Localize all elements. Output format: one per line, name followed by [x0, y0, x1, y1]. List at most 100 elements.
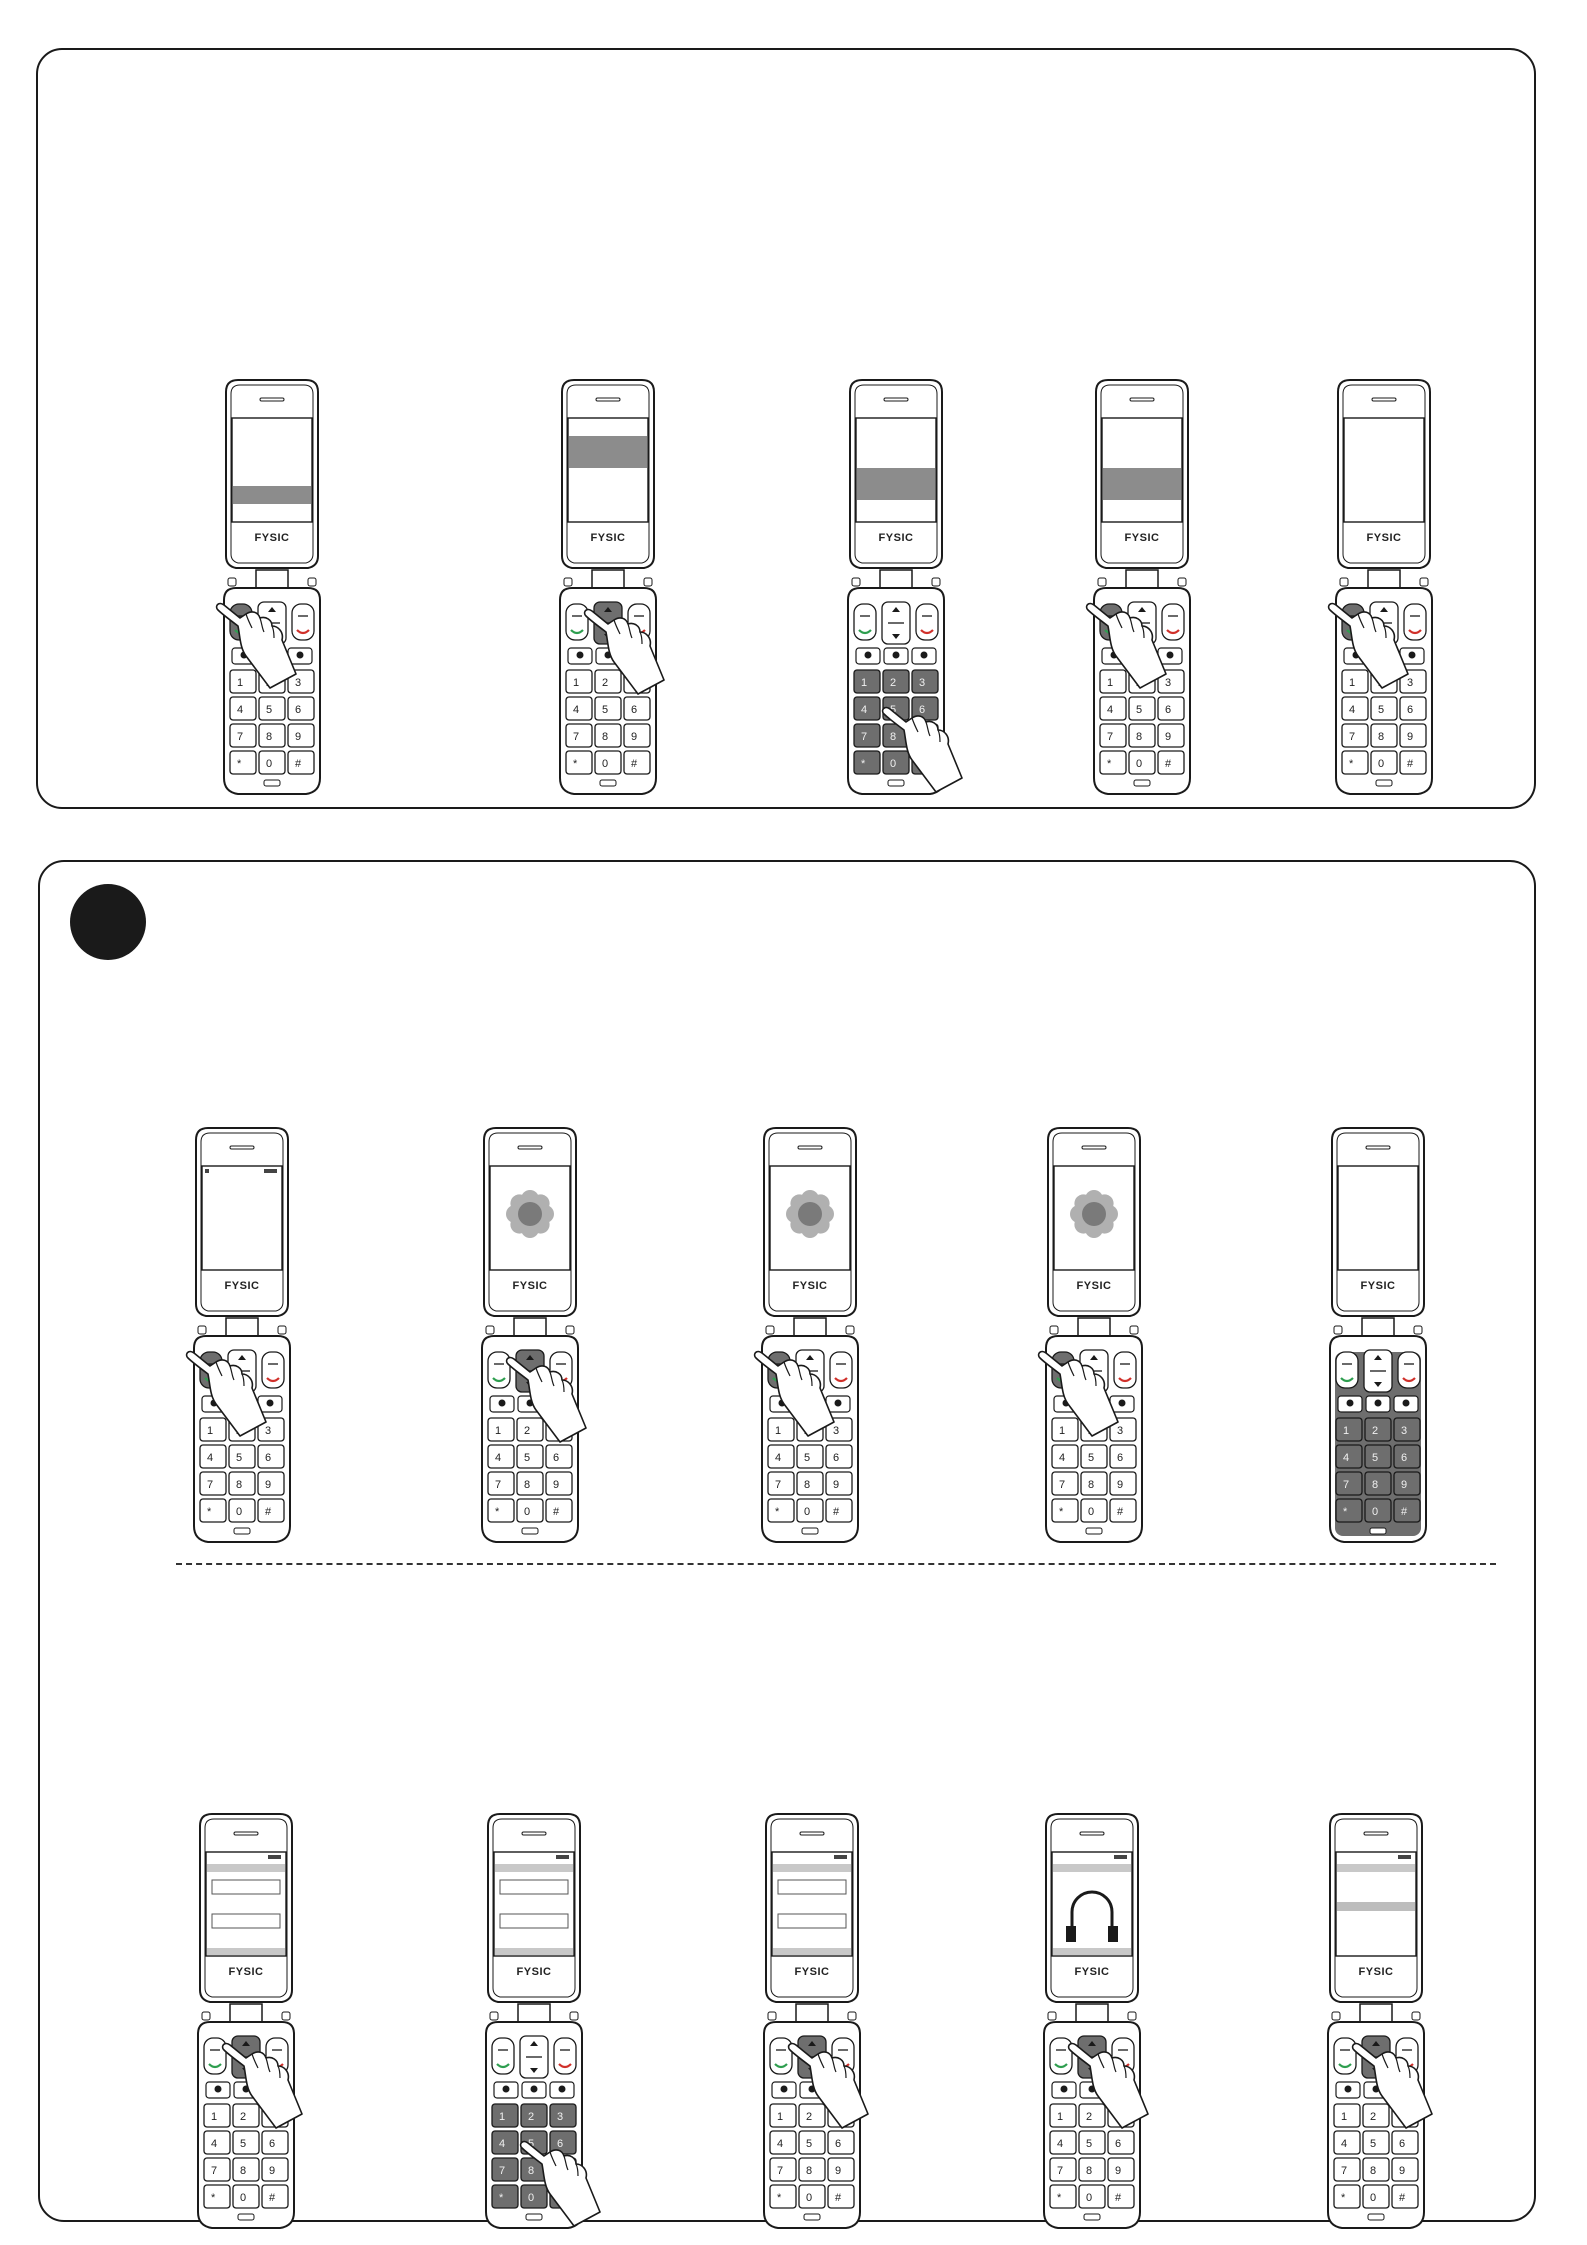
keypad-key-label: 3 — [557, 2111, 563, 2123]
nav-up-icon — [268, 607, 276, 612]
shortcut-person-icon — [864, 651, 872, 659]
keypad-key — [1107, 2130, 1135, 2155]
keypad-key — [1051, 1444, 1079, 1469]
brand-logo: FYSIC — [255, 532, 290, 544]
settings-flower-icon — [506, 1190, 554, 1238]
keypad-key-label: 4 — [775, 1452, 781, 1464]
hinge-knob — [1411, 2011, 1421, 2021]
screen-title-bar — [1053, 1864, 1131, 1872]
keypad-key — [767, 1498, 795, 1523]
earpiece-slot — [233, 1831, 259, 1836]
keypad-key-label: 1 — [777, 2111, 783, 2123]
earpiece-slot — [521, 1831, 547, 1836]
keypad-key-label: 1 — [1107, 677, 1113, 689]
keypad-key-label: 7 — [1349, 731, 1355, 743]
keypad-key — [1109, 1471, 1137, 1496]
brand-logo: FYSIC — [793, 1280, 828, 1292]
keypad-key — [1393, 1471, 1421, 1496]
keypad-key-label: 9 — [269, 2165, 275, 2177]
keypad-key-label: # — [265, 1506, 272, 1518]
hinge-knob — [281, 2011, 291, 2021]
microphone-slot — [801, 1527, 819, 1535]
keypad-key-label: 9 — [1115, 2165, 1121, 2177]
nav-up-icon — [242, 2041, 250, 2046]
keypad-key — [767, 1417, 795, 1442]
keypad-key-label: # — [631, 758, 638, 770]
keypad-key-label: 7 — [495, 1479, 501, 1491]
keypad-key — [796, 1444, 824, 1469]
pointing-hand-icon — [1351, 2042, 1433, 2129]
keypad-key-label: 5 — [1088, 1452, 1094, 1464]
phone-lid-bezel — [492, 1818, 576, 1998]
phone-screen — [201, 1165, 283, 1271]
keypad-key — [1364, 1444, 1392, 1469]
microphone-slot — [525, 2213, 543, 2221]
keypad-key-label: 9 — [295, 731, 301, 743]
left-softkey — [1049, 2037, 1073, 2075]
hand-outline — [881, 706, 963, 793]
brand-logo: FYSIC — [795, 1966, 830, 1978]
keypad-key-label: 9 — [265, 1479, 271, 1491]
keypad-key-label: 8 — [240, 2165, 246, 2177]
keypad-key-label: 6 — [919, 704, 925, 716]
keypad-key — [1157, 669, 1185, 694]
keypad-key — [1341, 723, 1369, 748]
keypad-key-label: 8 — [524, 1479, 530, 1491]
flower-center — [518, 1202, 542, 1226]
phone-screen — [1343, 417, 1425, 523]
end-call-icon — [1408, 629, 1422, 635]
keypad-key — [1099, 723, 1127, 748]
pointing-hand-icon — [185, 1350, 267, 1437]
keypad-key-label: 2 — [602, 677, 608, 689]
keypad-key — [1049, 2157, 1077, 2182]
hinge-knob — [847, 2011, 857, 2021]
keypad-key — [827, 2184, 855, 2209]
keypad-key — [203, 2130, 231, 2155]
earpiece-slot — [797, 1145, 823, 1150]
earpiece-slot — [595, 397, 621, 402]
keypad-key — [796, 1498, 824, 1523]
keypad-key-label: 7 — [1059, 1479, 1065, 1491]
keypad-key — [516, 1417, 544, 1442]
keypad-key — [1078, 2184, 1106, 2209]
keypad-key-label: # — [295, 758, 302, 770]
keypad-key-label: 5 — [528, 2138, 534, 2150]
keypad-key-label: 1 — [861, 677, 867, 689]
keypad-key — [287, 696, 315, 721]
phone-lid-bezel — [1100, 384, 1184, 564]
keypad-key-label: 0 — [890, 758, 896, 770]
hinge-knob — [197, 1325, 207, 1335]
call-icon — [774, 2063, 788, 2069]
shortcut-person-icon — [296, 651, 304, 659]
keypad-key-label: 0 — [236, 1506, 242, 1518]
keypad-key — [1080, 1444, 1108, 1469]
keypad-key — [1362, 2130, 1390, 2155]
hand-outline — [505, 1356, 587, 1443]
keypad-key-label: * — [1343, 1506, 1348, 1518]
keypad-key — [549, 2103, 577, 2128]
right-softkey — [553, 2037, 577, 2075]
hand-fingers — [783, 1361, 813, 1387]
shortcut-person-icon — [1344, 2085, 1352, 2093]
keypad-key-label: 4 — [1349, 704, 1355, 716]
keypad-key — [487, 1498, 515, 1523]
keypad-key — [1157, 723, 1185, 748]
signal-icon — [205, 1169, 209, 1173]
keypad-key — [287, 750, 315, 775]
keypad-key — [827, 2130, 855, 2155]
keypad-key — [1080, 1471, 1108, 1496]
battery-icon — [834, 1855, 847, 1859]
keypad-key-label: 6 — [295, 704, 301, 716]
keypad-key — [565, 750, 593, 775]
keypad-key-label: 1 — [1059, 1425, 1065, 1437]
keypad-key-label: 0 — [602, 758, 608, 770]
battery-icon — [1398, 1855, 1411, 1859]
keypad-key — [1128, 750, 1156, 775]
microphone-slot — [263, 779, 281, 787]
nav-up-icon — [530, 2041, 538, 2046]
keypad-key — [261, 2130, 289, 2155]
phone-screen — [567, 417, 649, 523]
hinge-knob — [227, 577, 237, 587]
